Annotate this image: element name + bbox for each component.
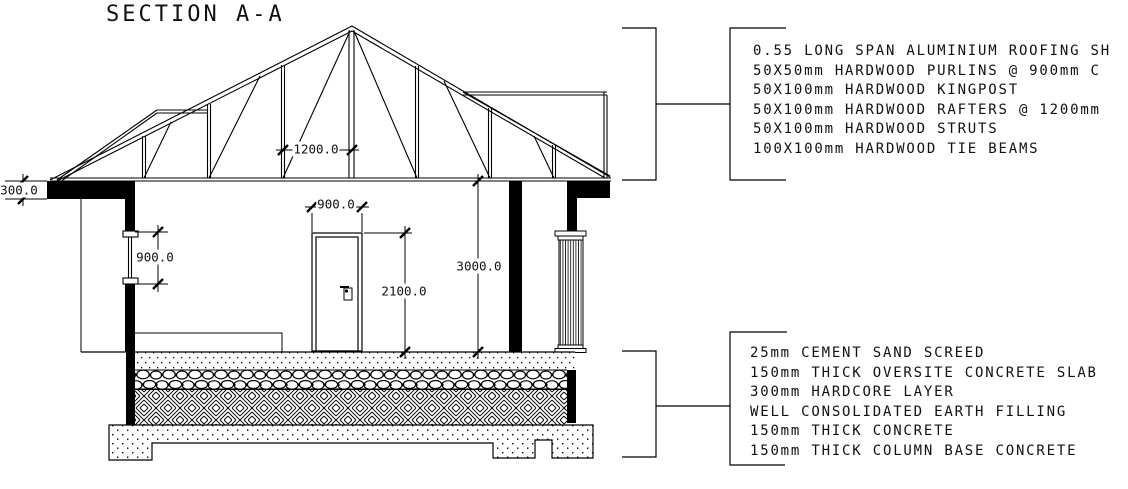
roof-spec-line: 50X100mm HARDWOOD STRUTS xyxy=(753,121,999,138)
dim-label-window-height: 900.0 xyxy=(135,249,175,265)
drawing-title: SECTION A-A xyxy=(106,2,285,27)
dim-label-rafter-spacing: 1200.0 xyxy=(292,141,340,157)
roof-spec-line: 50X100mm HARDWOOD RAFTERS @ 1200mm xyxy=(753,101,1101,118)
door xyxy=(311,232,363,352)
floor-layers xyxy=(81,351,575,425)
roof-spec-line: 50X50mm HARDWOOD PURLINS @ 900mm C xyxy=(753,62,1101,79)
dimension-lines xyxy=(5,144,484,359)
dim-label-eave-depth: 300.0 xyxy=(0,182,39,198)
door-handle xyxy=(340,286,353,301)
bracket-roof-specs xyxy=(622,27,786,181)
floor-spec-line: 25mm CEMENT SAND SCREED xyxy=(750,345,986,361)
hip-end-right xyxy=(462,91,611,178)
roof-truss xyxy=(49,25,611,182)
floor-spec-list: 25mm CEMENT SAND SCREED 150mm THICK OVER… xyxy=(750,344,1098,462)
eave-beam-left xyxy=(47,181,135,199)
roof-spec-line: 100X100mm HARDWOOD TIE BEAMS xyxy=(753,140,1040,157)
floor-spec-line: WELL CONSOLIDATED EARTH FILLING xyxy=(750,403,1068,420)
dim-label-door-width: 900.0 xyxy=(316,196,356,212)
roof-spec-line: 0.55 LONG SPAN ALUMINIUM ROOFING SH xyxy=(753,43,1112,59)
strip-footing xyxy=(108,424,594,461)
hardcore-layer xyxy=(135,369,567,391)
dim-label-door-height: 2100.0 xyxy=(380,283,428,299)
earth-filling-layer xyxy=(135,390,567,425)
roof-spec-line: 50X100mm HARDWOOD KINGPOST xyxy=(753,82,1019,99)
roof-spec-list: 0.55 LONG SPAN ALUMINIUM ROOFING SH 50X5… xyxy=(753,42,1111,160)
annotation-brackets xyxy=(622,27,787,466)
screed-slab-layer xyxy=(135,352,575,370)
bracket-floor-specs xyxy=(622,331,787,466)
eave-beam-right xyxy=(567,181,610,198)
window xyxy=(122,230,139,285)
floor-spec-line: 300mm HARDCORE LAYER xyxy=(750,384,955,401)
bench xyxy=(135,332,283,352)
floor-spec-line: 150mm THICK COLUMN BASE CONCRETE xyxy=(750,442,1078,459)
dim-label-ceiling-height: 3000.0 xyxy=(455,258,503,274)
column xyxy=(554,198,587,423)
left-wall xyxy=(125,199,135,425)
floor-spec-line: 150mm THICK OVERSITE CONCRETE SLAB xyxy=(750,364,1098,381)
floor-spec-line: 150mm THICK CONCRETE xyxy=(750,423,955,440)
hip-end-left xyxy=(56,109,208,183)
